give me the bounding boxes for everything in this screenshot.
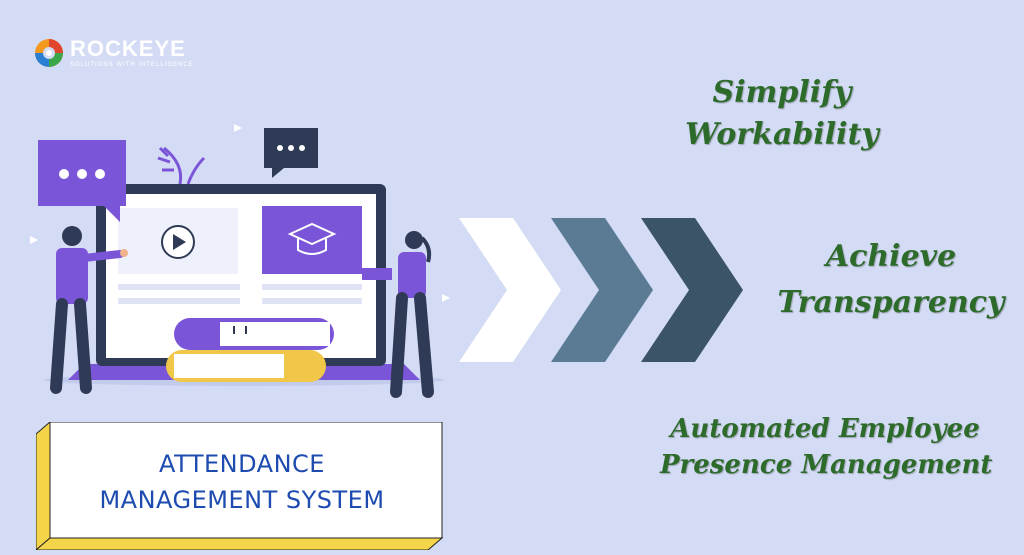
brand-tagline: SOLUTIONS WITH INTELLIGENCE (70, 62, 194, 68)
benefit-line: Transparency (777, 285, 1005, 320)
chevron-slate (551, 218, 653, 362)
plant-decoration (157, 146, 206, 185)
benefit-automated: Automated Employee Presence Management (660, 411, 993, 483)
swirl-logo-icon (35, 39, 63, 67)
graduation-cap-icon (287, 222, 337, 255)
laptop-illustration (30, 124, 450, 398)
chat-dots-icon (38, 140, 126, 222)
graduation-panel (262, 206, 362, 274)
benefit-line: Workability (685, 117, 879, 152)
chat-dots-icon (264, 128, 318, 178)
woman-figure (362, 231, 434, 398)
benefit-simplify: Simplify Workability (672, 72, 892, 156)
benefit-line: Automated Employee (670, 414, 980, 444)
benefit-line: Achieve (825, 239, 957, 274)
title-line-1: ATTENDANCE (159, 450, 325, 478)
title-card: ATTENDANCE MANAGEMENT SYSTEM (36, 422, 446, 550)
benefit-transparency: Achieve Transparency (766, 234, 1016, 326)
man-figure (50, 226, 128, 394)
benefit-line: Presence Management (660, 450, 993, 480)
brand-name: ROCKEYE (70, 36, 186, 61)
title-line-2: MANAGEMENT SYSTEM (99, 486, 385, 514)
book-stack (166, 318, 334, 382)
brand-logo: ROCKEYE SOLUTIONS WITH INTELLIGENCE (34, 38, 194, 68)
arrow-chevron-icon (459, 218, 743, 362)
chevron-white (459, 218, 561, 362)
benefit-line: Simplify (712, 75, 852, 110)
chevron-dark (641, 218, 743, 362)
